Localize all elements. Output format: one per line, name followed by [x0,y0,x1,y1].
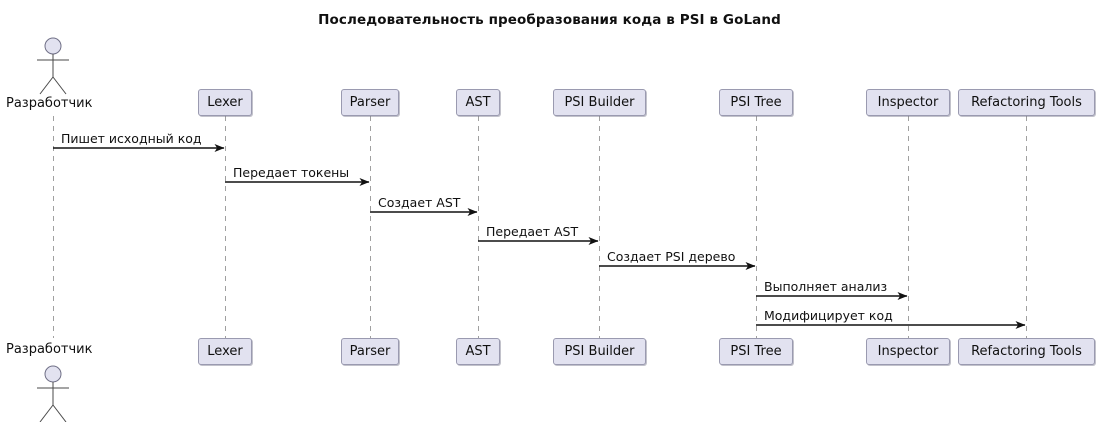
participant-label: Lexer [207,95,243,110]
participant-inspector-top[interactable]: Inspector [866,89,950,116]
participant-lexer-bottom[interactable]: Lexer [198,338,252,365]
actor-figure-bottom [37,365,69,422]
actor-figures-group [37,37,69,422]
actor-leg-right [52,404,67,422]
participant-psi-tree-bottom[interactable]: PSI Tree [719,338,793,365]
participant-label: Parser [349,95,391,110]
participant-psi-builder-top[interactable]: PSI Builder [553,89,646,116]
participant-label: Refactoring Tools [971,344,1082,359]
participant-label: Parser [349,344,391,359]
participant-inspector-bottom[interactable]: Inspector [866,338,950,365]
participant-parser-top[interactable]: Parser [341,89,399,116]
actor-figure-top [37,37,69,95]
participant-psi-builder-bottom[interactable]: PSI Builder [553,338,646,365]
participant-label: Lexer [207,344,243,359]
participant-ast-top[interactable]: AST [456,89,500,116]
message-label-5: Выполняет анализ [764,279,888,294]
participant-label: PSI Tree [730,344,782,359]
participant-label: Inspector [877,95,939,110]
actor-leg-left [39,404,54,422]
participant-psi-tree-top[interactable]: PSI Tree [719,89,793,116]
message-label-1: Передает токены [233,165,350,180]
participant-label: PSI Builder [564,344,635,359]
actor-head [44,37,62,55]
participant-lexer-top[interactable]: Lexer [198,89,252,116]
participant-refactoring-tools-top[interactable]: Refactoring Tools [958,89,1095,116]
participant-label: AST [465,95,491,110]
actor-label-top: Разработчик [6,96,93,111]
participant-label: Inspector [877,344,939,359]
participant-label: Refactoring Tools [971,95,1082,110]
messages-arrows-group [53,144,1026,329]
participant-label: PSI Tree [730,95,782,110]
message-label-4: Создает PSI дерево [607,249,736,264]
message-label-3: Передает AST [486,224,579,239]
participant-label: AST [465,344,491,359]
message-label-6: Модифицирует код [764,308,893,323]
actor-leg-left [39,76,54,95]
actor-label-bottom: Разработчик [6,342,93,357]
message-label-0: Пишет исходный код [61,131,202,146]
message-label-2: Создает AST [378,195,461,210]
diagram-title: Последовательность преобразования кода в… [318,12,781,28]
participant-parser-bottom[interactable]: Parser [341,338,399,365]
actor-head [44,365,62,383]
actor-leg-right [52,76,67,95]
participant-refactoring-tools-bottom[interactable]: Refactoring Tools [958,338,1095,365]
participant-ast-bottom[interactable]: AST [456,338,500,365]
lifelines-group [225,116,1027,338]
participant-label: PSI Builder [564,95,635,110]
